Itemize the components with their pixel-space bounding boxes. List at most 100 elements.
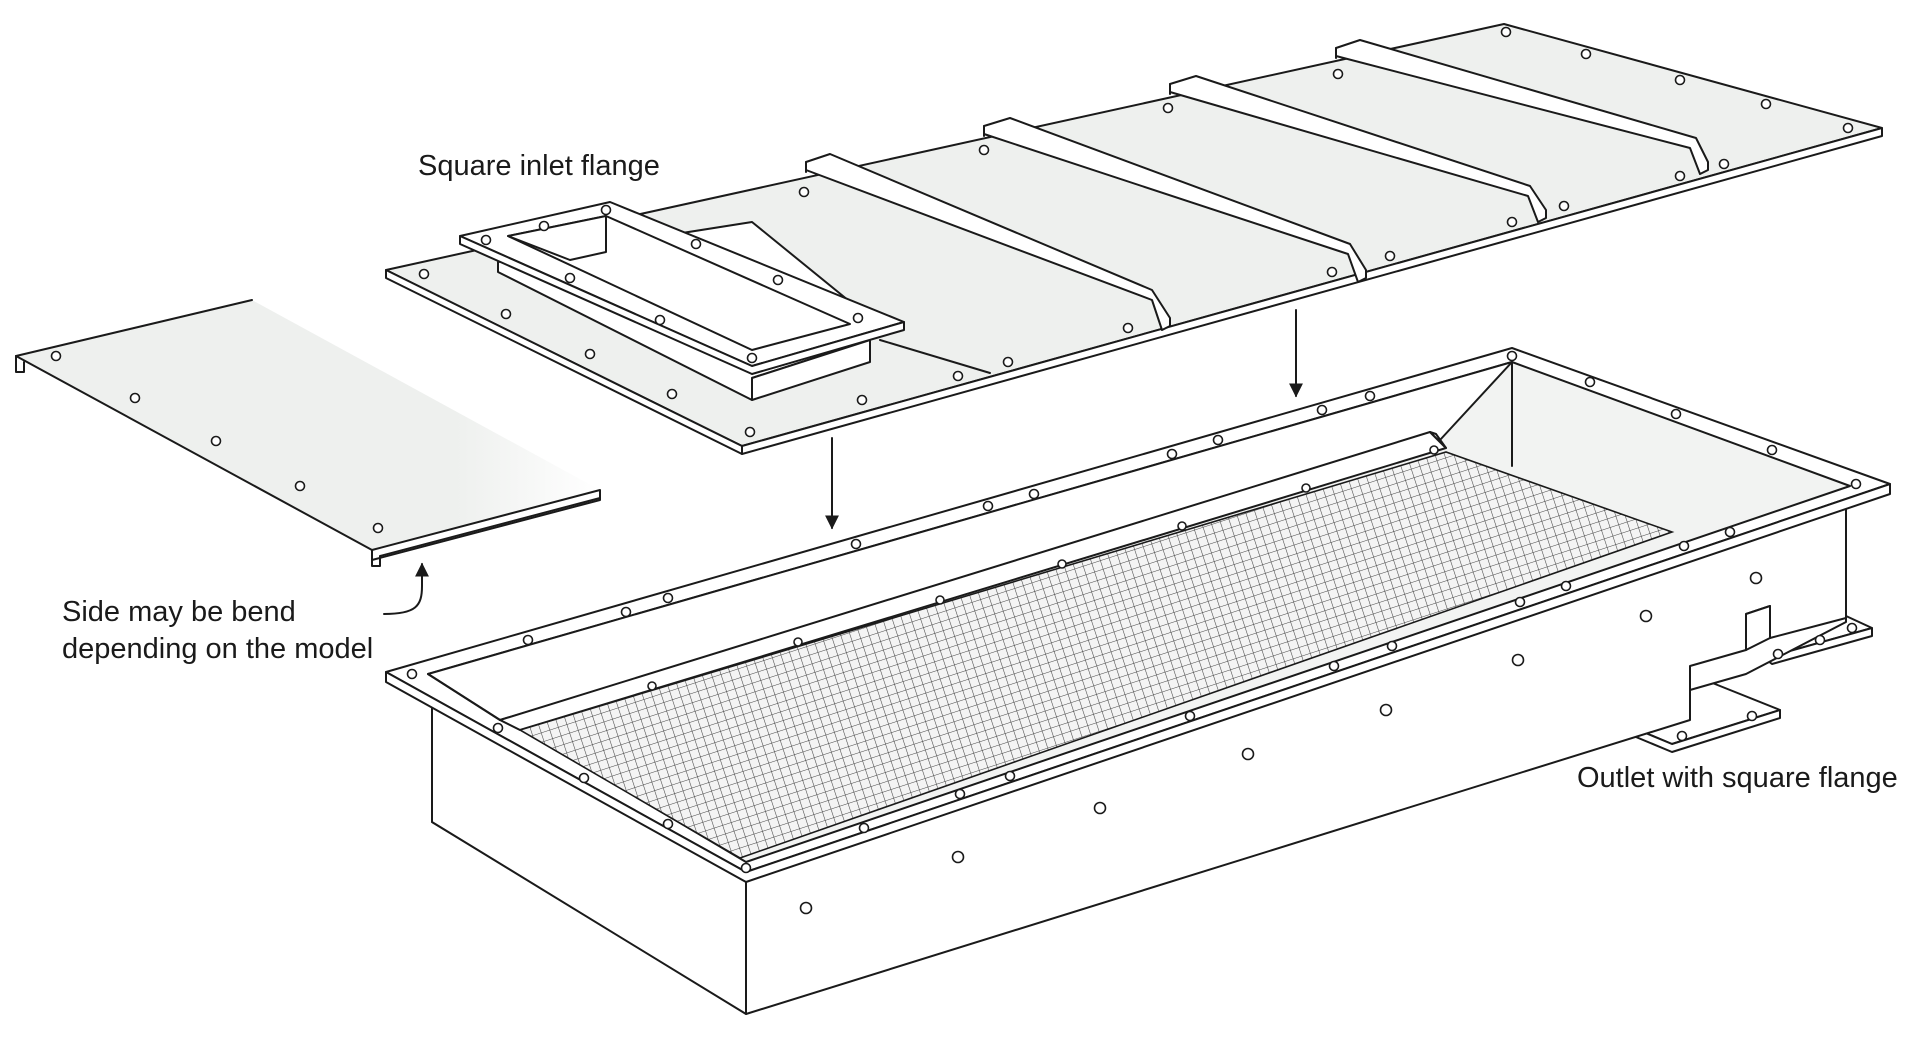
outlet-flange-hole bbox=[1814, 634, 1826, 646]
top-cover-rib bbox=[1335, 39, 1709, 175]
housing-rim-hole bbox=[492, 722, 504, 734]
housing-rim-hole bbox=[1316, 404, 1328, 416]
housing-rim-hole bbox=[1670, 408, 1682, 420]
outlet-flange-hole bbox=[1846, 622, 1858, 634]
top-cover-hole bbox=[798, 186, 810, 198]
inlet-flange-hole bbox=[772, 274, 784, 286]
label-side-bend-line2: depending on the model bbox=[62, 633, 374, 665]
side-cover-hole bbox=[210, 435, 222, 447]
top-cover-hole bbox=[952, 370, 964, 382]
housing-rim-hole bbox=[850, 538, 862, 550]
housing-rim-hole bbox=[662, 818, 674, 830]
top-cover-hole bbox=[1674, 170, 1686, 182]
inlet-flange-hole bbox=[564, 272, 576, 284]
side-cover-top bbox=[16, 300, 600, 550]
housing-rim-hole bbox=[858, 822, 870, 834]
housing-rim-hole bbox=[954, 788, 966, 800]
top-cover-hole bbox=[1162, 102, 1174, 114]
rail-hole bbox=[1429, 445, 1439, 455]
top-cover-hole bbox=[1326, 266, 1338, 278]
housing-side-hole bbox=[1241, 747, 1255, 761]
top-cover-hole bbox=[1580, 48, 1592, 60]
top-cover-left-thickness bbox=[385, 269, 743, 455]
rail-hole bbox=[793, 637, 803, 647]
housing-rim-hole bbox=[1364, 390, 1376, 402]
top-cover-rib bbox=[1169, 75, 1547, 223]
top-cover-hole bbox=[500, 308, 512, 320]
inlet-flange-hole bbox=[654, 314, 666, 326]
top-cover-hole bbox=[1558, 200, 1570, 212]
housing-rim-hole bbox=[1212, 434, 1224, 446]
inlet-opening-wall bbox=[507, 215, 607, 261]
housing-rim-hole bbox=[578, 772, 590, 784]
side-cover-hole bbox=[129, 392, 141, 404]
top-cover-panel bbox=[385, 23, 1883, 455]
top-cover-hole bbox=[744, 426, 756, 438]
housing-rim-hole bbox=[1766, 444, 1778, 456]
screen-housing bbox=[385, 347, 1891, 1015]
side-cover-hole bbox=[294, 480, 306, 492]
inlet-flange-hole bbox=[690, 238, 702, 250]
inlet-duct-side bbox=[751, 339, 871, 401]
housing-side-hole bbox=[799, 901, 813, 915]
mesh-screen bbox=[518, 451, 1675, 859]
top-cover-hole bbox=[1842, 122, 1854, 134]
inlet-flange-hole bbox=[600, 204, 612, 216]
top-cover-hole bbox=[1500, 26, 1512, 38]
arrow-side-bend-callout bbox=[383, 562, 429, 615]
housing-rim-hole bbox=[1560, 580, 1572, 592]
top-cover-hole bbox=[666, 388, 678, 400]
housing-side-hole bbox=[1639, 609, 1653, 623]
side-cover-left-edge bbox=[15, 355, 373, 551]
top-cover-hole bbox=[1674, 74, 1686, 86]
housing-rim-hole bbox=[1004, 770, 1016, 782]
housing-rim-hole bbox=[662, 592, 674, 604]
side-cover-hole bbox=[50, 350, 62, 362]
housing-side-hole bbox=[1379, 703, 1393, 717]
inlet-flange-hole bbox=[538, 220, 550, 232]
housing-rim-hole bbox=[1584, 376, 1596, 388]
top-cover-hole bbox=[856, 394, 868, 406]
label-outlet-square-flange: Outlet with square flange bbox=[1577, 762, 1898, 794]
housing-rim-hole bbox=[982, 500, 994, 512]
outlet-notch bbox=[1745, 605, 1771, 651]
side-cover-top-edge bbox=[15, 299, 253, 357]
top-cover-hole bbox=[1384, 250, 1396, 262]
square-inlet-flange bbox=[459, 201, 905, 401]
inlet-flange-hole bbox=[852, 312, 864, 324]
top-cover-hole bbox=[1718, 158, 1730, 170]
rail-hole bbox=[1177, 521, 1187, 531]
outlet-flange-hole bbox=[1746, 710, 1758, 722]
side-cover-lip bbox=[371, 497, 601, 567]
top-cover-rib bbox=[983, 117, 1367, 283]
rail-hole bbox=[1057, 559, 1067, 569]
housing-rim-hole bbox=[1028, 488, 1040, 500]
top-cover-hole bbox=[1760, 98, 1772, 110]
housing-inner-corner bbox=[427, 673, 501, 721]
housing-rim-hole bbox=[1506, 350, 1518, 362]
housing-side-hole bbox=[1749, 571, 1763, 585]
side-cover-hole bbox=[372, 522, 384, 534]
outlet-flange-hole bbox=[1676, 730, 1688, 742]
top-cover-hole bbox=[584, 348, 596, 360]
top-cover-hole bbox=[1332, 68, 1344, 80]
label-side-bend-note: Side may be bend depending on the model bbox=[62, 594, 373, 668]
top-cover-hole bbox=[1506, 216, 1518, 228]
housing-rim-hole bbox=[406, 668, 418, 680]
label-side-bend-line1: Side may be bend bbox=[62, 596, 296, 628]
housing-rim-hole bbox=[620, 606, 632, 618]
housing-rim-hole bbox=[1328, 660, 1340, 672]
rail-hole bbox=[935, 595, 945, 605]
inlet-flange-hole bbox=[746, 352, 758, 364]
outlet-flange-hole bbox=[1772, 648, 1784, 660]
top-cover-hole bbox=[1122, 322, 1134, 334]
side-cover-panel bbox=[15, 299, 601, 567]
housing-rim-hole bbox=[1386, 640, 1398, 652]
housing-rim-hole bbox=[1184, 710, 1196, 722]
housing-rim-hole bbox=[1166, 448, 1178, 460]
housing-side-hole bbox=[1511, 653, 1525, 667]
side-cover-bend bbox=[15, 355, 25, 373]
housing-side-hole bbox=[951, 850, 965, 864]
